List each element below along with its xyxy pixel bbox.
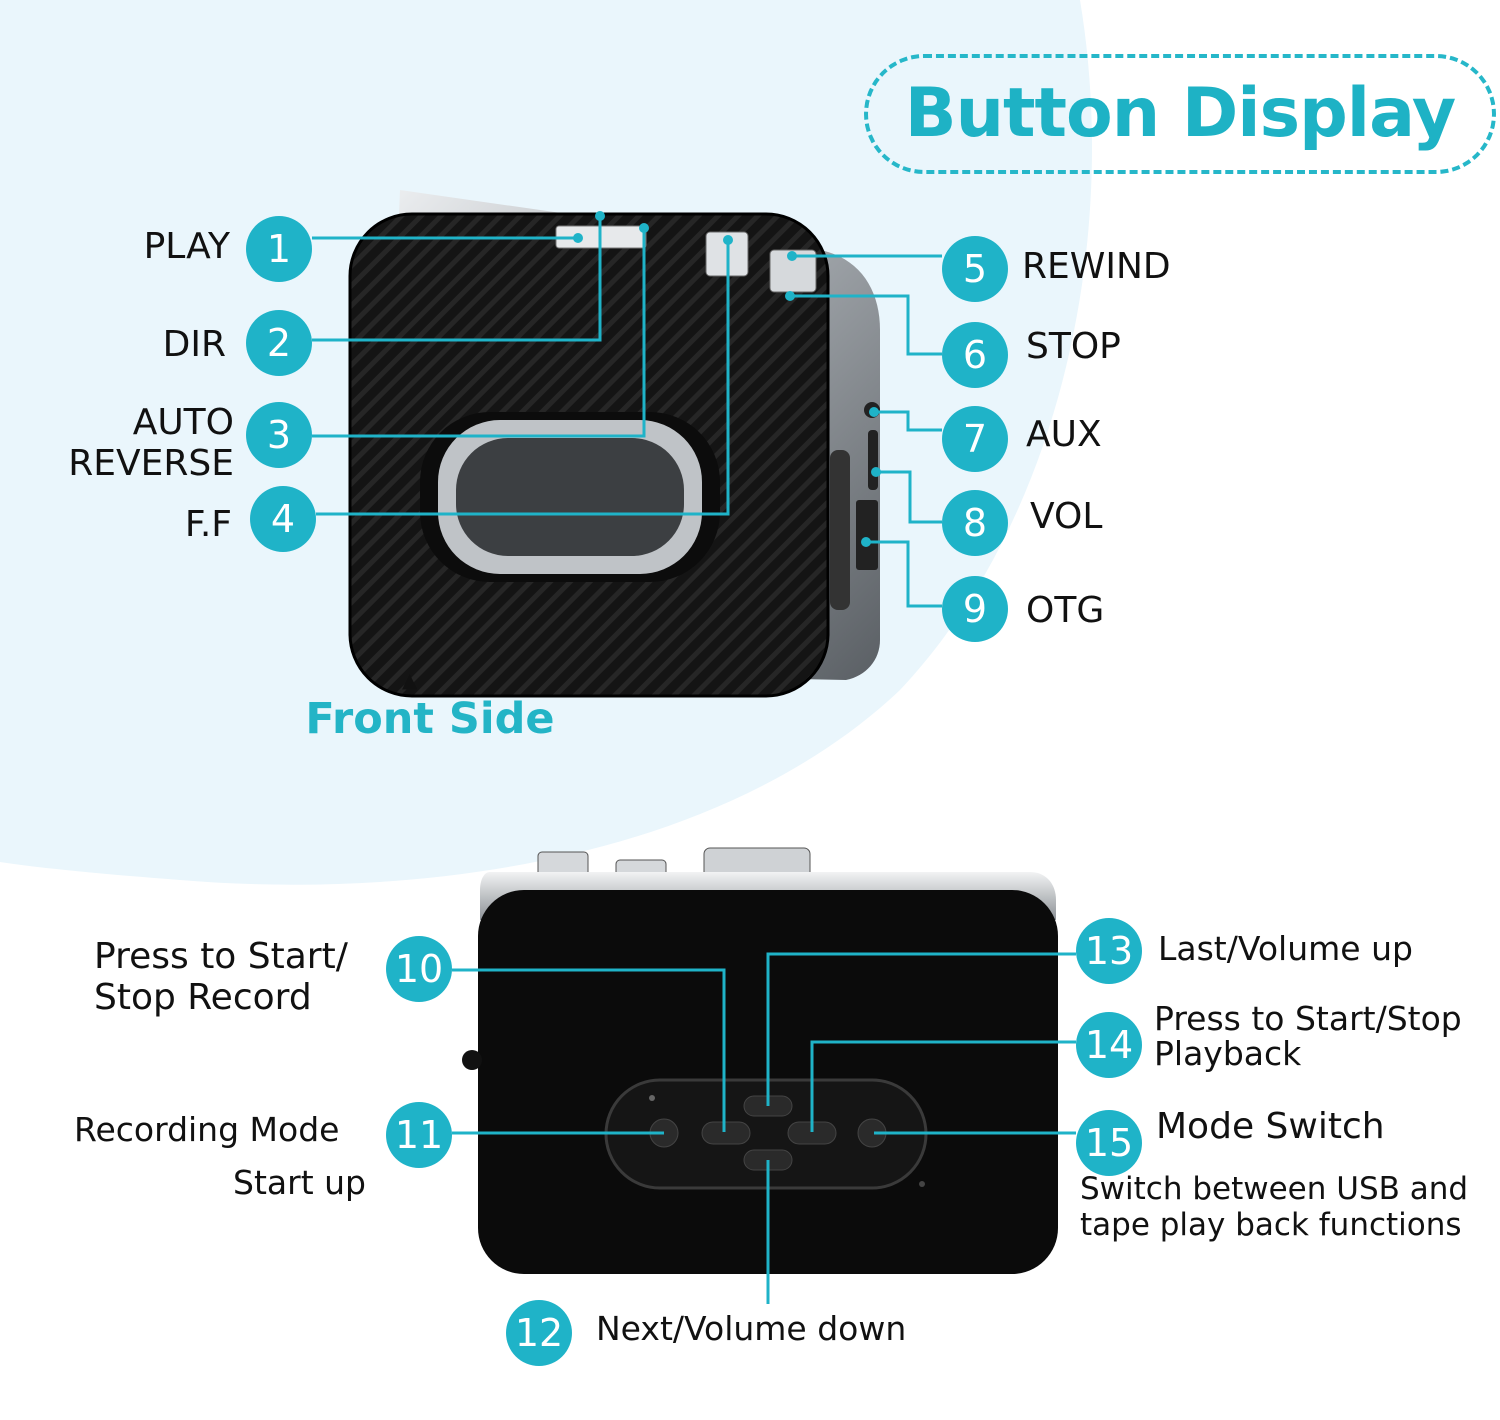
- label-start-stop-playback: Press to Start/Stop Playback: [1154, 999, 1462, 1073]
- front-side-caption: Front Side: [305, 694, 555, 744]
- callout-badge-8: 8: [942, 490, 1008, 556]
- label-mode-switch: Mode Switch: [1156, 1106, 1385, 1147]
- last-volume-up-button: [743, 1095, 793, 1117]
- label-rewind: REWIND: [1022, 246, 1171, 287]
- label-auto: AUTO: [132, 402, 234, 443]
- label-vol: VOL: [1030, 496, 1103, 537]
- label-reverse: REVERSE: [68, 443, 234, 485]
- page-title: Button Display: [904, 74, 1456, 153]
- label-auto-reverse: AUTO REVERSE: [40, 402, 234, 485]
- callout-badge-2: 2: [246, 310, 312, 376]
- label-start-stop-playback-line2: Playback: [1154, 1033, 1302, 1073]
- label-recording-mode-line1: Recording Mode: [74, 1110, 340, 1149]
- label-play: PLAY: [143, 226, 230, 267]
- label-stop: STOP: [1026, 326, 1121, 367]
- label-start-stop-record: Press to Start/ Stop Record: [94, 936, 348, 1019]
- callout-badge-10: 10: [386, 936, 452, 1002]
- label-next-volume-down: Next/Volume down: [596, 1309, 907, 1348]
- callout-badge-5: 5: [942, 236, 1008, 302]
- next-volume-down-button: [743, 1149, 793, 1171]
- mode-switch-button: [857, 1118, 887, 1148]
- label-start-stop-record-line1: Press to Start/: [94, 936, 348, 977]
- callout-badge-1: 1: [246, 216, 312, 282]
- title-badge: Button Display: [864, 54, 1496, 174]
- callout-badge-9: 9: [942, 576, 1008, 642]
- mode-switch-description-line2: tape play back functions: [1080, 1206, 1462, 1243]
- callout-badge-15: 15: [1076, 1110, 1142, 1176]
- callout-badge-7: 7: [942, 406, 1008, 472]
- label-recording-mode: Recording Mode Start up: [40, 1104, 366, 1210]
- callout-badge-6: 6: [942, 322, 1008, 388]
- play-button: [787, 1121, 837, 1145]
- label-last-volume-up: Last/Volume up: [1158, 929, 1413, 968]
- mode-switch-description: Switch between USB and tape play back fu…: [1080, 1171, 1469, 1243]
- recording-mode-button: [649, 1118, 679, 1148]
- callout-badge-14: 14: [1076, 1012, 1142, 1078]
- record-button: [701, 1121, 751, 1145]
- label-recording-mode-line2: Start up: [233, 1162, 366, 1202]
- pointer-caret: ▲: [402, 668, 418, 692]
- mode-switch-description-line1: Switch between USB and: [1080, 1171, 1469, 1207]
- callout-badge-12: 12: [506, 1300, 572, 1366]
- label-aux: AUX: [1026, 414, 1102, 455]
- label-start-stop-playback-line1: Press to Start/Stop: [1154, 999, 1462, 1038]
- label-dir: DIR: [162, 324, 226, 365]
- label-start-stop-record-line2: Stop Record: [94, 977, 312, 1019]
- label-ff: F.F: [184, 504, 232, 545]
- callout-badge-11: 11: [386, 1102, 452, 1168]
- callout-badge-13: 13: [1076, 918, 1142, 984]
- callout-badge-4: 4: [250, 486, 316, 552]
- label-otg: OTG: [1026, 590, 1105, 631]
- callout-badge-3: 3: [246, 402, 312, 468]
